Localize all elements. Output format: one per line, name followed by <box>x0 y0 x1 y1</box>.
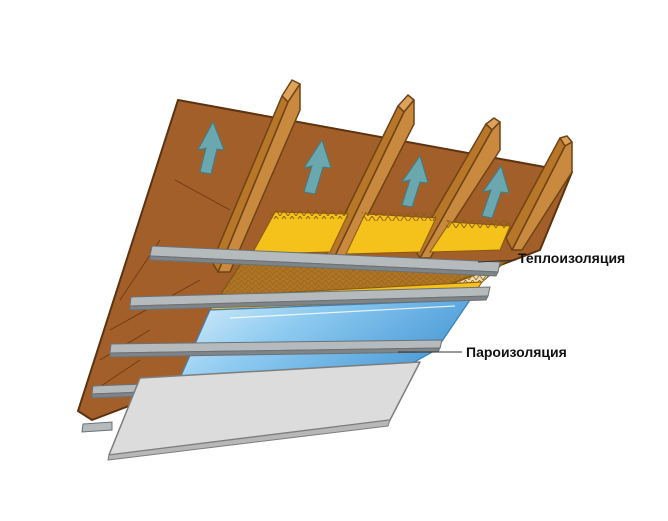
wooden-joists <box>211 79 573 273</box>
airflow-arrow-icon <box>197 120 225 175</box>
vapor-barrier-label: Пароизоляция <box>466 344 567 360</box>
thermal-insulation-blocks <box>251 210 511 255</box>
airflow-arrow-icon <box>400 154 429 208</box>
airflow-arrow-icon <box>481 164 510 219</box>
airflow-arrows <box>197 120 510 219</box>
callout-lines <box>398 259 517 353</box>
drywall-sheet <box>107 361 421 461</box>
vapor-barrier <box>179 299 471 379</box>
airflow-arrow-icon <box>302 138 332 195</box>
thermal-insulation-label: Теплоизоляция <box>518 250 626 266</box>
